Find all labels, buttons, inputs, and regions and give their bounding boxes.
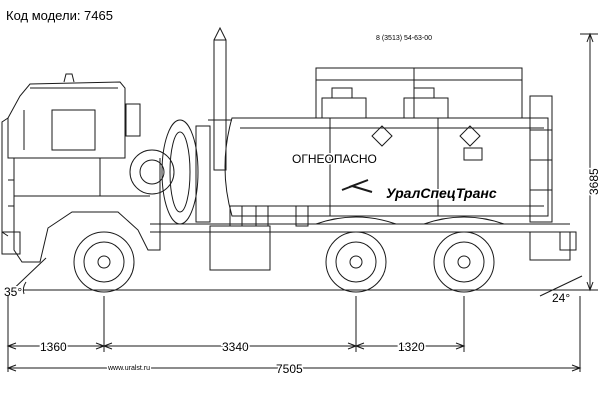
rear-bumper <box>529 232 571 261</box>
front-wheel <box>73 231 135 293</box>
rear-ladder <box>529 95 553 223</box>
departure-angle-label: 24° <box>552 291 570 305</box>
approach-angle-label: 35° <box>4 285 22 299</box>
exhaust-stack <box>208 26 232 171</box>
rear-fender-1 <box>315 216 397 225</box>
fuel-box <box>209 225 271 271</box>
rear-wheel-1 <box>325 231 387 293</box>
front-bumper <box>1 231 21 255</box>
spare-wheel-assembly <box>129 119 211 225</box>
model-code-label: Код модели: 7465 <box>6 8 113 23</box>
hazard-diamond-1 <box>371 125 393 147</box>
wheelbase-label: 3340 <box>222 340 249 354</box>
overall-length-label: 7505 <box>276 362 303 376</box>
website-label: www.uralst.ru <box>107 365 150 372</box>
overall-length-row: www.uralst.ru 7505 <box>6 361 582 378</box>
height-dimension: 3685 <box>580 32 600 292</box>
brand-logo-icon <box>341 179 373 193</box>
front-overhang-label: 1360 <box>40 340 67 354</box>
hatch-front <box>321 97 367 119</box>
cab <box>1 73 161 263</box>
hazard-diamond-2 <box>459 125 481 147</box>
roof-light <box>63 73 75 83</box>
hatch-rear <box>403 97 449 119</box>
rear-axle-spacing-label: 1320 <box>398 340 425 354</box>
brand-label: УралСпецТранс <box>386 185 497 201</box>
side-mirror <box>125 103 141 137</box>
rear-fender-2 <box>423 216 505 225</box>
fuel-tank: 8 (3513) 54-63-00 ОГНЕОПАСНО УралСпецТра… <box>224 34 553 223</box>
cab-window <box>51 109 96 151</box>
approach-angle-marker: 35° <box>3 257 47 301</box>
height-label: 3685 <box>587 168 600 195</box>
warning-label: ОГНЕОПАСНО <box>292 152 377 166</box>
axle-dimensions-row: 1360 3340 1320 <box>6 296 581 372</box>
rear-wheel-2 <box>433 231 495 293</box>
handrail <box>315 67 523 118</box>
departure-angle-marker: 24° <box>539 275 583 307</box>
phone-number: 8 (3513) 54-63-00 <box>376 35 432 42</box>
hazard-plate <box>463 147 483 161</box>
